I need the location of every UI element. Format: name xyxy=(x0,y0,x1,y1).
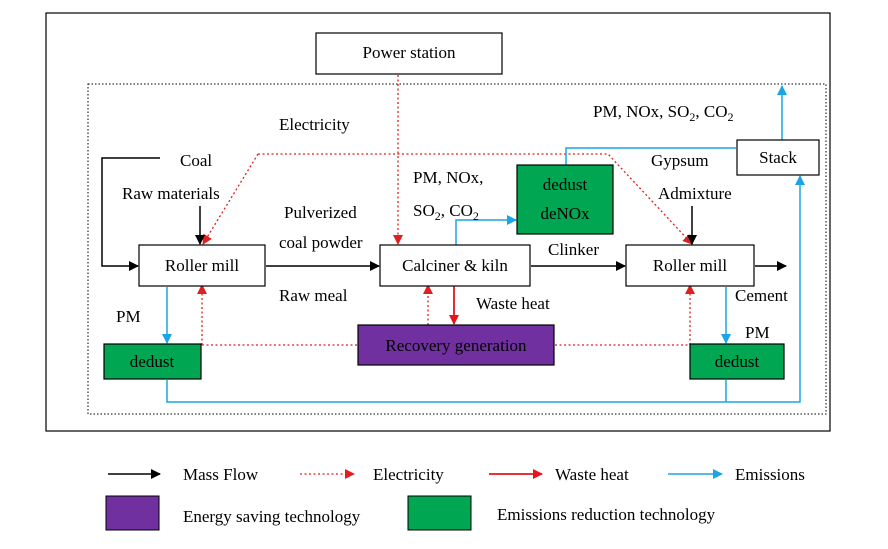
waste-heat-label: Waste heat xyxy=(476,294,550,313)
dedust-left-node: dedust xyxy=(103,343,202,380)
recovery-generation-label: Recovery generation xyxy=(385,336,527,355)
calciner-kiln-label: Calciner & kiln xyxy=(402,256,508,275)
legend: Mass Flow Electricity Waste heat Emissio… xyxy=(105,465,805,531)
coal-label: Coal xyxy=(180,151,212,170)
legend-waste-heat-label: Waste heat xyxy=(555,465,629,484)
legend-emissions-reduction-label: Emissions reduction technology xyxy=(497,505,716,524)
cement-label: Cement xyxy=(735,286,788,305)
pm-right-label: PM xyxy=(745,323,770,342)
recovery-generation-node: Recovery generation xyxy=(357,324,555,366)
dedust-denox-label-2: deNOx xyxy=(540,204,590,223)
legend-energy-saving-swatch xyxy=(105,495,160,531)
dedust-denox-node: dedust deNOx xyxy=(516,164,614,235)
dedust-left-label: dedust xyxy=(130,352,175,371)
outer-frame xyxy=(45,12,831,432)
stack-node: Stack xyxy=(736,139,820,176)
electricity-lines xyxy=(197,75,695,346)
roller-mill-left-label: Roller mill xyxy=(165,256,239,275)
stack-emissions-label: PM, NOx, SO2, CO2 xyxy=(593,102,733,124)
kiln-emissions-label-2: SO2, CO2 xyxy=(413,201,479,223)
stack-label: Stack xyxy=(759,148,797,167)
pm-left-label: PM xyxy=(116,307,141,326)
pulverized-label-1: Pulverized xyxy=(284,203,357,222)
legend-emissions-label: Emissions xyxy=(735,465,805,484)
clinker-label: Clinker xyxy=(548,240,599,259)
kiln-emissions-label-1: PM, NOx, xyxy=(413,168,483,187)
roller-mill-right-label: Roller mill xyxy=(653,256,727,275)
dedust-right-node: dedust xyxy=(689,343,785,380)
system-boundary xyxy=(87,83,827,415)
legend-energy-saving-label: Energy saving technology xyxy=(183,507,361,526)
dedust-right-label: dedust xyxy=(715,352,760,371)
power-station-label: Power station xyxy=(362,43,456,62)
roller-mill-right-node: Roller mill xyxy=(625,244,755,287)
admixture-label: Admixture xyxy=(658,184,732,203)
calciner-kiln-node: Calciner & kiln xyxy=(379,244,531,287)
legend-electricity-label: Electricity xyxy=(373,465,444,484)
gypsum-label: Gypsum xyxy=(651,151,709,170)
pulverized-label-2: coal powder xyxy=(279,233,363,252)
electricity-label: Electricity xyxy=(279,115,350,134)
legend-emissions-reduction-swatch xyxy=(407,495,472,531)
power-station-node: Power station xyxy=(315,32,503,75)
raw-meal-label: Raw meal xyxy=(279,286,348,305)
emissions-lines xyxy=(162,85,805,403)
mass-flow-lines xyxy=(101,157,787,271)
roller-mill-left-node: Roller mill xyxy=(138,244,266,287)
dedust-denox-label-1: dedust xyxy=(543,175,588,194)
legend-mass-flow-label: Mass Flow xyxy=(183,465,259,484)
raw-materials-label: Raw materials xyxy=(122,184,220,203)
